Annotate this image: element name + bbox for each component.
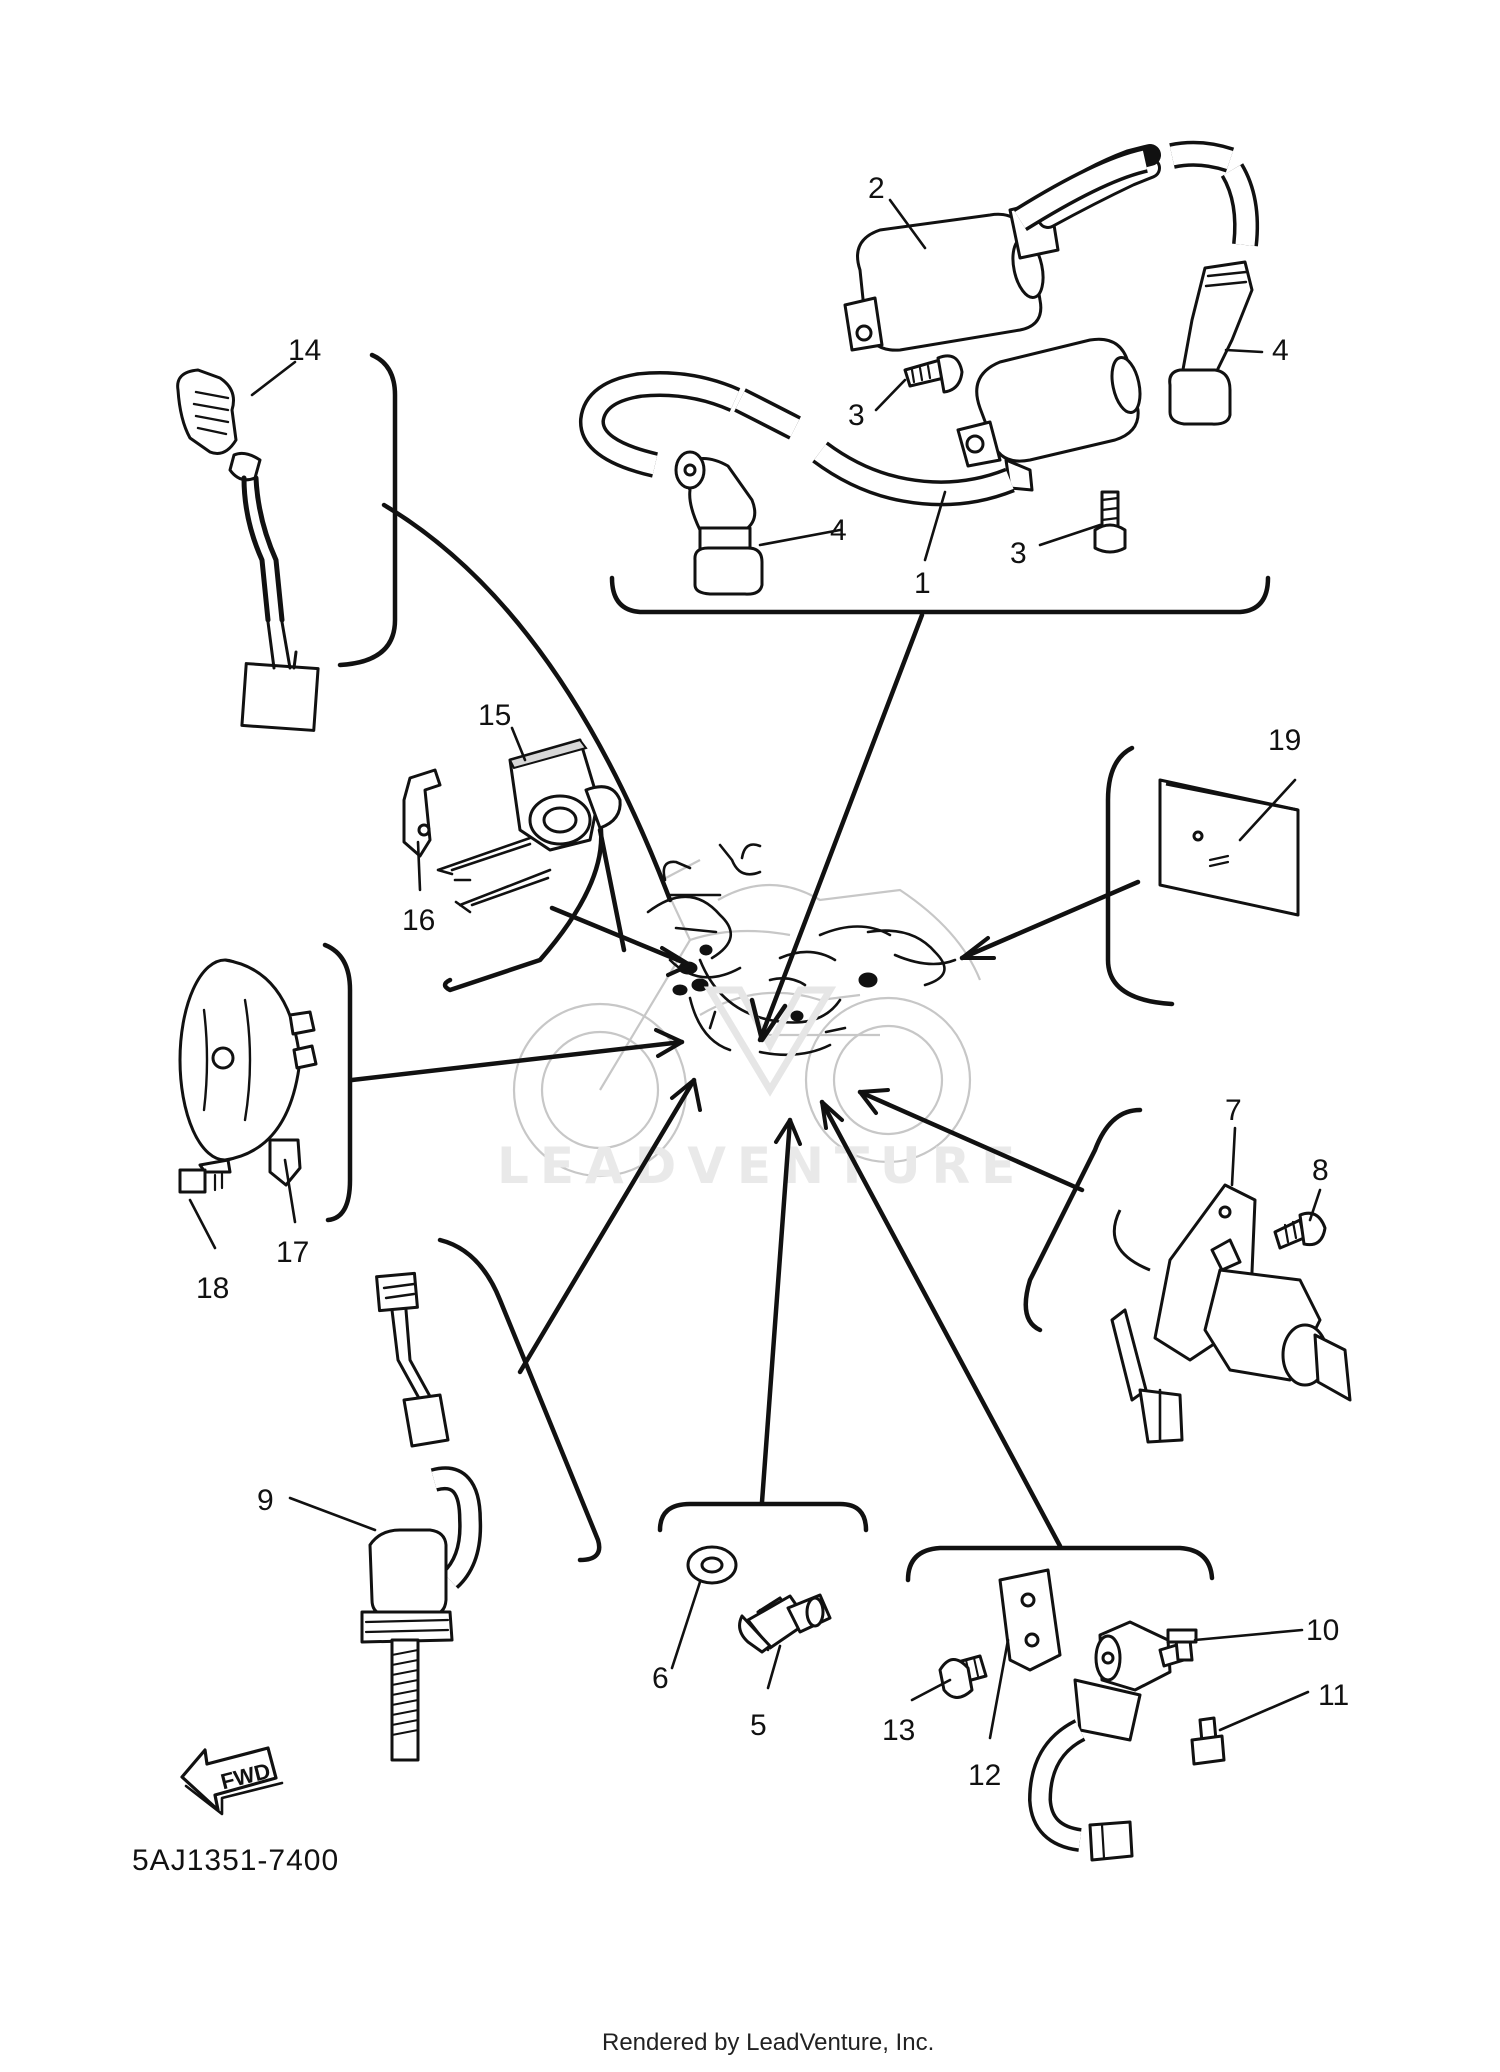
callout-11: 11 — [1318, 1679, 1349, 1712]
sidestand-switch-part — [998, 1568, 1186, 1862]
sensor-5-part — [738, 1593, 832, 1654]
callout-17: 17 — [276, 1236, 309, 1269]
footer-credit: Rendered by LeadVenture, Inc. — [602, 2029, 934, 2056]
callout-18: 18 — [196, 1272, 229, 1305]
doc-number: 5AJ1351-7400 — [132, 1844, 339, 1877]
fwd-arrow-icon: FWD — [180, 1746, 284, 1816]
callout-16: 16 — [402, 904, 435, 937]
ht-cord-upper — [1013, 140, 1260, 247]
callout-5: 5 — [750, 1709, 767, 1742]
key-switch-part — [1110, 1183, 1352, 1444]
callout-12: 12 — [968, 1759, 1001, 1792]
screw-10-part — [1166, 1628, 1198, 1662]
callout-13: 13 — [882, 1714, 915, 1747]
ignition-coil-lower-part — [579, 337, 1142, 507]
callout-14: 14 — [288, 334, 321, 367]
callout-4-left: 4 — [830, 514, 847, 547]
callout-1: 1 — [914, 567, 931, 600]
callout-2: 2 — [868, 172, 885, 205]
horn-part — [178, 958, 318, 1194]
callout-leaders — [188, 198, 1322, 1740]
group-brackets — [322, 352, 1271, 1583]
callout-19: 19 — [1268, 724, 1301, 757]
callout-10: 10 — [1306, 1614, 1339, 1647]
washer-6-part — [686, 1545, 738, 1585]
main-switch-part — [402, 738, 622, 914]
plug-cap-right-part — [1168, 260, 1254, 426]
callout-6: 6 — [652, 1662, 669, 1695]
callout-3-lower: 3 — [1010, 537, 1027, 570]
plug-cap-left-part — [674, 450, 764, 596]
callout-15: 15 — [478, 699, 511, 732]
callout-7: 7 — [1225, 1094, 1242, 1127]
watermark-text: LEADVENTURE — [497, 1137, 1026, 1195]
neutral-switch-part — [360, 1271, 483, 1762]
callout-9: 9 — [257, 1484, 274, 1517]
callout-4-right: 4 — [1272, 334, 1289, 367]
callout-labels: 1 2 3 3 4 4 5 6 7 8 9 10 11 12 13 14 15 … — [196, 172, 1349, 1792]
callout-3-upper: 3 — [848, 399, 865, 432]
bolt-lower-part — [1093, 490, 1127, 554]
bolt-13-part — [938, 1654, 988, 1699]
screw-11-part — [1190, 1716, 1226, 1766]
callout-8: 8 — [1312, 1154, 1329, 1187]
bolt-upper-part — [903, 354, 964, 394]
brake-switch-part — [176, 368, 320, 732]
